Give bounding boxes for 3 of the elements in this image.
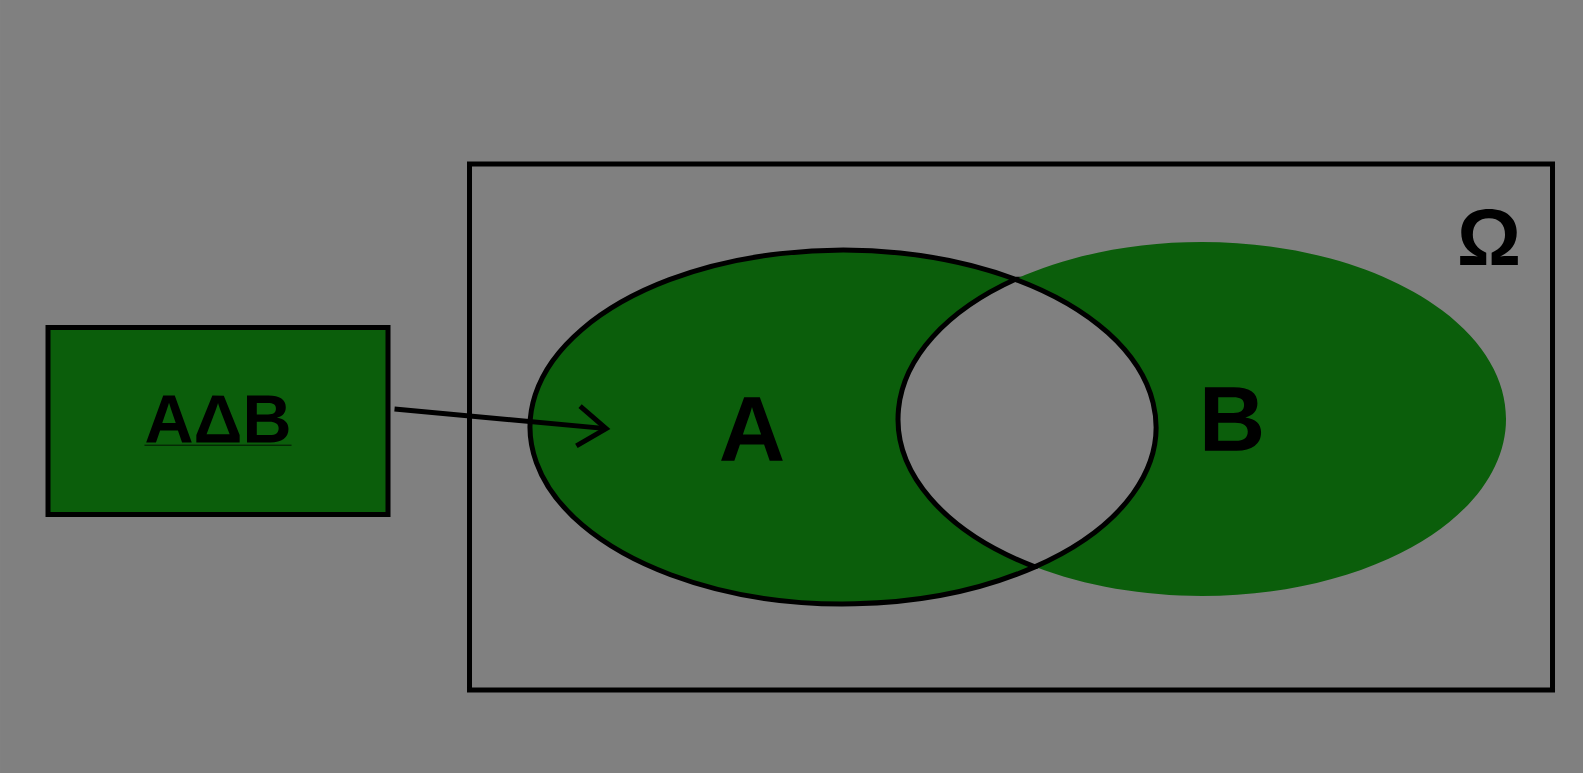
arrow (575, 404, 611, 449)
label-box: AΔB (45, 325, 391, 517)
set-region: A (527, 247, 1038, 607)
